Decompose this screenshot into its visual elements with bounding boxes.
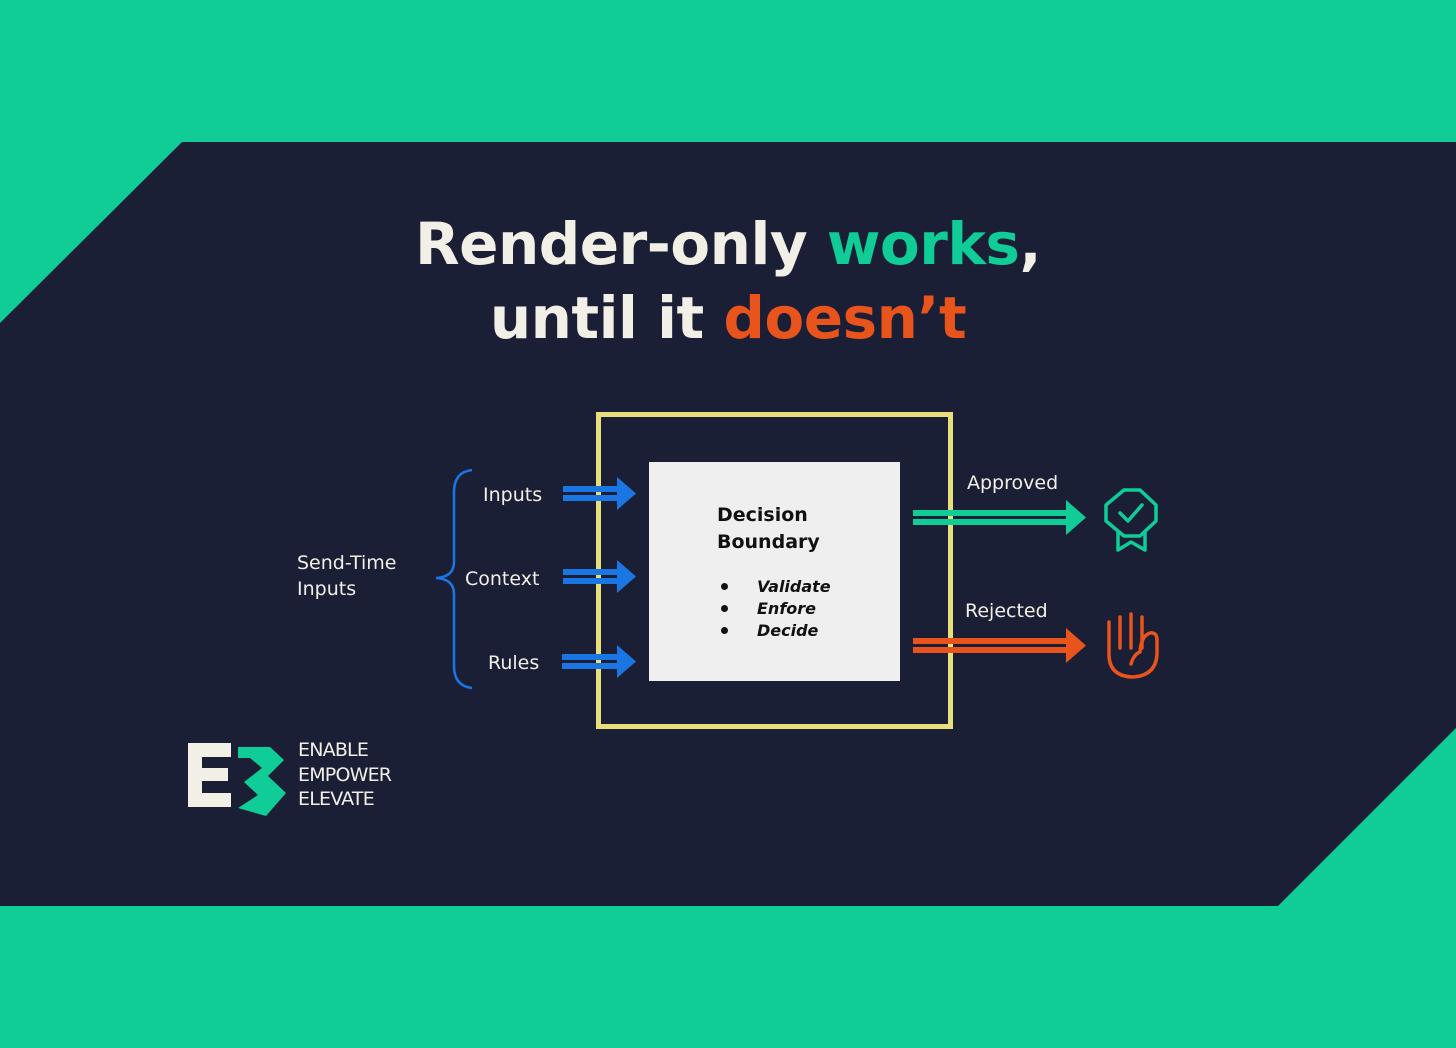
arrow-context <box>563 560 636 593</box>
decision-title: Decision Boundary <box>717 504 820 553</box>
input-label-inputs: Inputs <box>483 484 543 506</box>
logo-wordmark: ENABLE EMPOWER ELEVATE <box>298 738 392 812</box>
title-line-2: until it doesn’t <box>0 284 1456 352</box>
decision-boundary-box: Decision Boundary Validate Enfore Decide <box>649 462 900 681</box>
output-label-approved: Approved <box>967 472 1059 494</box>
send-time-inputs-label: Send-Time Inputs <box>297 552 397 600</box>
logo-line-empower: EMPOWER <box>298 763 392 786</box>
input-label-context: Context <box>465 568 540 590</box>
logo-line-elevate: ELEVATE <box>298 788 375 810</box>
output-label-rejected: Rejected <box>965 600 1048 622</box>
input-label-rules: Rules <box>488 652 540 674</box>
logo-mark-icon <box>188 743 286 816</box>
award-badge-check-icon <box>1104 488 1158 552</box>
arrow-approved <box>913 500 1086 535</box>
logo-line-enable: ENABLE <box>298 739 369 761</box>
title-highlight-works: works <box>826 210 1020 278</box>
list-item: Validate <box>721 576 831 598</box>
decision-list: Validate Enfore Decide <box>721 576 831 642</box>
list-item: Decide <box>721 620 831 642</box>
arrow-rejected <box>913 628 1086 663</box>
decision-item-decide: Decide <box>757 621 819 640</box>
arrow-rules <box>562 645 636 678</box>
title-comma: , <box>1019 210 1042 278</box>
bullet-icon <box>721 583 728 590</box>
title-text: until it <box>489 284 724 352</box>
bullet-icon <box>721 627 728 634</box>
list-item: Enfore <box>721 598 831 620</box>
brace-icon <box>435 468 473 690</box>
decision-item-enfore: Enfore <box>757 599 817 618</box>
title-line-1: Render-only works, <box>0 210 1456 278</box>
bullet-icon <box>721 605 728 612</box>
title-highlight-doesnt: doesn’t <box>723 284 967 352</box>
raised-hand-stop-icon <box>1107 612 1159 679</box>
arrow-inputs <box>563 477 636 510</box>
title-text: Render-only <box>414 210 827 278</box>
decision-item-validate: Validate <box>757 577 831 596</box>
